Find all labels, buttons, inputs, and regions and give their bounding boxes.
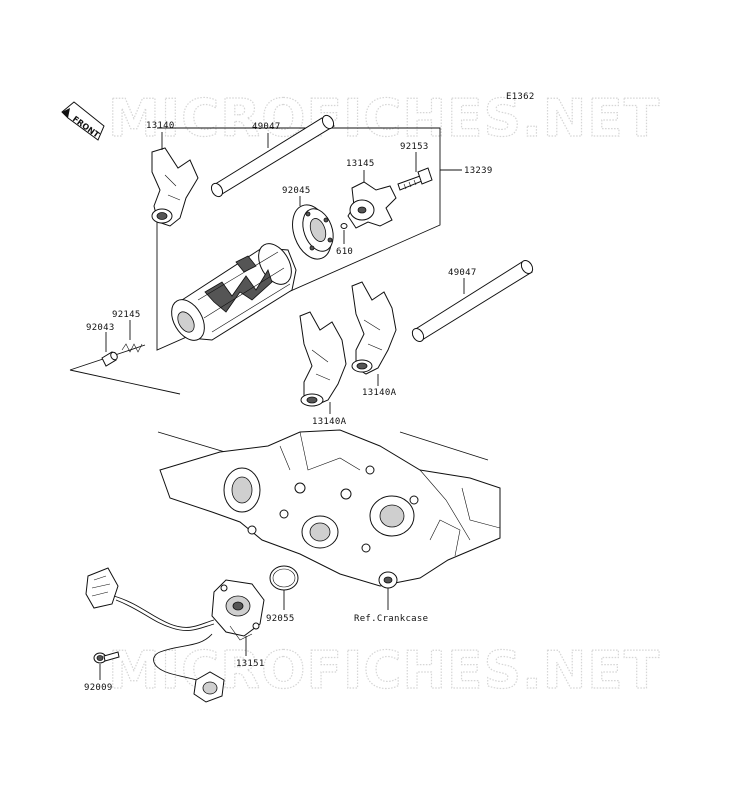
shift-fork-13140A-right bbox=[351, 281, 397, 375]
pin-92043 bbox=[101, 351, 118, 367]
callout-92045: 92045 bbox=[282, 186, 311, 196]
o-ring-92055 bbox=[269, 565, 299, 591]
front-arrow-icon: FRONT bbox=[61, 101, 105, 141]
watermark-bottom: MICROFICHES.NET bbox=[108, 641, 660, 701]
callout-ref-crankcase: Ref.Crankcase bbox=[354, 614, 428, 624]
callout-13140: 13140 bbox=[146, 121, 175, 131]
gear-position-sensor-13151 bbox=[211, 579, 265, 641]
shift-rod-49047-top bbox=[210, 114, 335, 198]
crankcase bbox=[157, 429, 501, 589]
callout-92009: 92009 bbox=[84, 683, 113, 693]
bolt-92009 bbox=[93, 651, 120, 664]
ground-line-left bbox=[69, 369, 181, 395]
callout-610: 610 bbox=[336, 247, 353, 257]
pin-610 bbox=[340, 223, 348, 229]
callout-13140A-bottom: 13140A bbox=[312, 417, 347, 427]
callout-49047-top: 49047 bbox=[252, 122, 281, 132]
shift-drum bbox=[171, 243, 297, 341]
watermark-top: MICROFICHES.NET bbox=[108, 89, 660, 149]
callout-49047-right: 49047 bbox=[448, 268, 477, 278]
shift-drum-cam-13145 bbox=[347, 181, 397, 229]
shift-rod-49047-right bbox=[411, 259, 534, 343]
callout-92055: 92055 bbox=[266, 614, 295, 624]
callout-92153: 92153 bbox=[400, 142, 429, 152]
assembly-box bbox=[156, 127, 441, 351]
bolt-92153 bbox=[397, 167, 433, 191]
bearing-92045 bbox=[292, 204, 334, 260]
spring-92145 bbox=[121, 343, 143, 353]
callout-13151: 13151 bbox=[236, 659, 265, 669]
callout-13140A-right: 13140A bbox=[362, 388, 397, 398]
callout-13145: 13145 bbox=[346, 159, 375, 169]
shift-fork-13140A-bottom bbox=[299, 311, 347, 407]
callout-13239: 13239 bbox=[464, 166, 493, 176]
shift-fork-13140 bbox=[151, 147, 199, 227]
sensor-wiring-harness bbox=[85, 567, 225, 703]
callout-92043: 92043 bbox=[86, 323, 115, 333]
diagram-code: E1362 bbox=[506, 92, 535, 102]
callout-92145: 92145 bbox=[112, 310, 141, 320]
